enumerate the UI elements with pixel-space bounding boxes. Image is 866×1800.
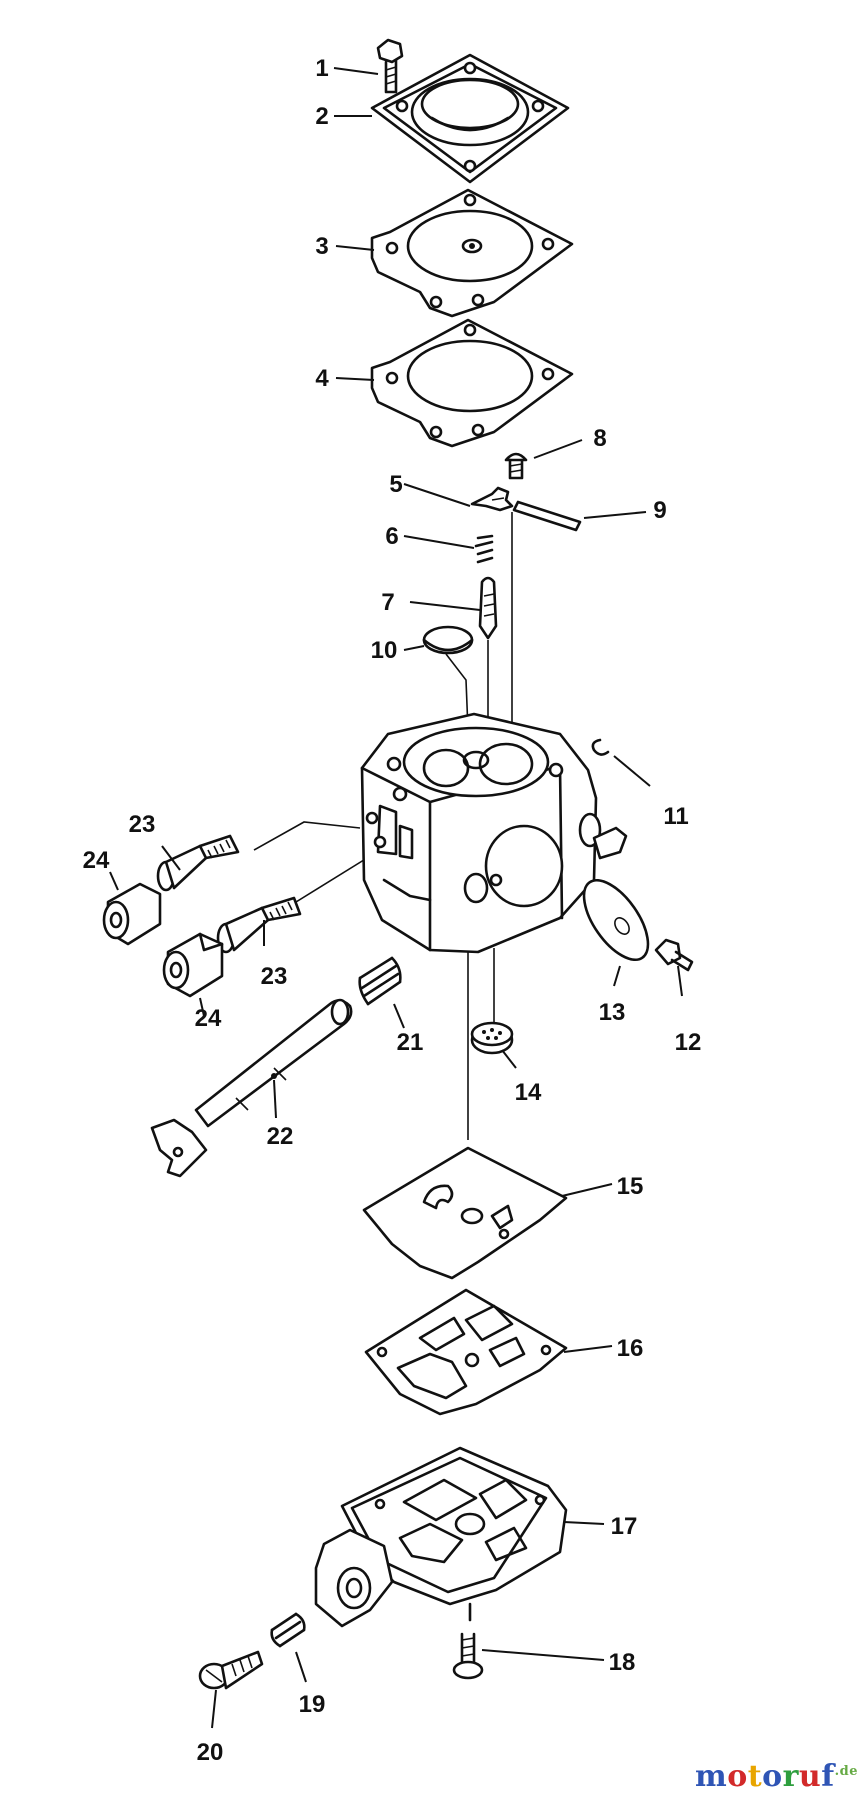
label-part-5: 5 (389, 471, 402, 498)
part-11-clip (591, 738, 610, 756)
part-17-pump-cover (314, 1446, 568, 1628)
callout-leader-lines (109, 67, 683, 1729)
label-part-4: 4 (315, 365, 329, 392)
part-8-screw (504, 452, 528, 480)
label-part-2: 2 (315, 103, 328, 130)
part-18-screw (452, 1632, 484, 1680)
label-part-24-lower: 24 (195, 1005, 222, 1032)
part-24-limiter-cap-lower (162, 932, 224, 998)
part-10-disc (422, 625, 474, 655)
watermark-letter-f: f (821, 1759, 835, 1794)
watermark-letter-t: t (747, 1759, 763, 1794)
label-part-3: 3 (315, 233, 328, 260)
watermark-suffix: .de (834, 1764, 858, 1779)
label-part-9: 9 (653, 497, 666, 524)
label-part-17: 17 (611, 1513, 638, 1540)
part-13-cover-disc (582, 878, 650, 962)
watermark-letter-u: u (798, 1759, 822, 1794)
label-part-12: 12 (675, 1029, 702, 1056)
label-part-8: 8 (593, 425, 606, 452)
watermark-letter-o2: o (762, 1759, 783, 1794)
label-part-20: 20 (197, 1739, 224, 1766)
watermark-letter-o: o (727, 1759, 748, 1794)
label-part-22: 22 (267, 1123, 294, 1150)
part-3-diaphragm (370, 188, 574, 318)
part-22-throttle-shaft (150, 998, 353, 1178)
part-20-screw (198, 1650, 264, 1690)
part-23-adjusting-needle-upper (156, 834, 240, 892)
part-14-filter-screen (470, 1021, 514, 1055)
motoruf-watermark-logo: motoruf.de (695, 1759, 858, 1794)
part-6-spring (474, 534, 494, 564)
label-part-13: 13 (599, 999, 626, 1026)
part-12-screw (654, 938, 694, 972)
part-2-cover-plate (370, 53, 570, 184)
label-part-21: 21 (397, 1029, 424, 1056)
part-5-metering-lever (470, 486, 514, 512)
part-number-labels: 1 2 3 4 5 6 7 8 9 10 11 12 13 14 15 16 1… (83, 55, 702, 1766)
label-part-7: 7 (381, 589, 394, 616)
part-16-gasket (364, 1288, 568, 1416)
label-part-15: 15 (617, 1173, 644, 1200)
label-part-14: 14 (515, 1079, 542, 1106)
label-part-18: 18 (609, 1649, 636, 1676)
label-part-6: 6 (385, 523, 398, 550)
label-part-23-upper: 23 (129, 811, 156, 838)
label-part-16: 16 (617, 1335, 644, 1362)
part-23-adjusting-needle-lower (216, 896, 302, 954)
watermark-letter-r: r (782, 1759, 799, 1794)
part-21-spring (358, 956, 402, 1006)
part-24-limiter-cap-upper (102, 882, 162, 946)
part-7-inlet-needle (478, 576, 498, 640)
label-part-11: 11 (663, 803, 688, 830)
label-part-19: 19 (299, 1691, 326, 1718)
part-15-gasket (362, 1146, 568, 1280)
label-part-24-upper: 24 (83, 847, 110, 874)
part-1-screw (376, 38, 404, 94)
label-part-10: 10 (371, 637, 398, 664)
label-part-1: 1 (315, 55, 328, 82)
part-19-spring (270, 1612, 306, 1648)
watermark-letter-m: m (694, 1759, 728, 1794)
label-part-23-lower: 23 (261, 963, 288, 990)
part-4-gasket (370, 318, 574, 448)
part-9-pin (512, 500, 582, 532)
carburetor-body (360, 712, 628, 954)
